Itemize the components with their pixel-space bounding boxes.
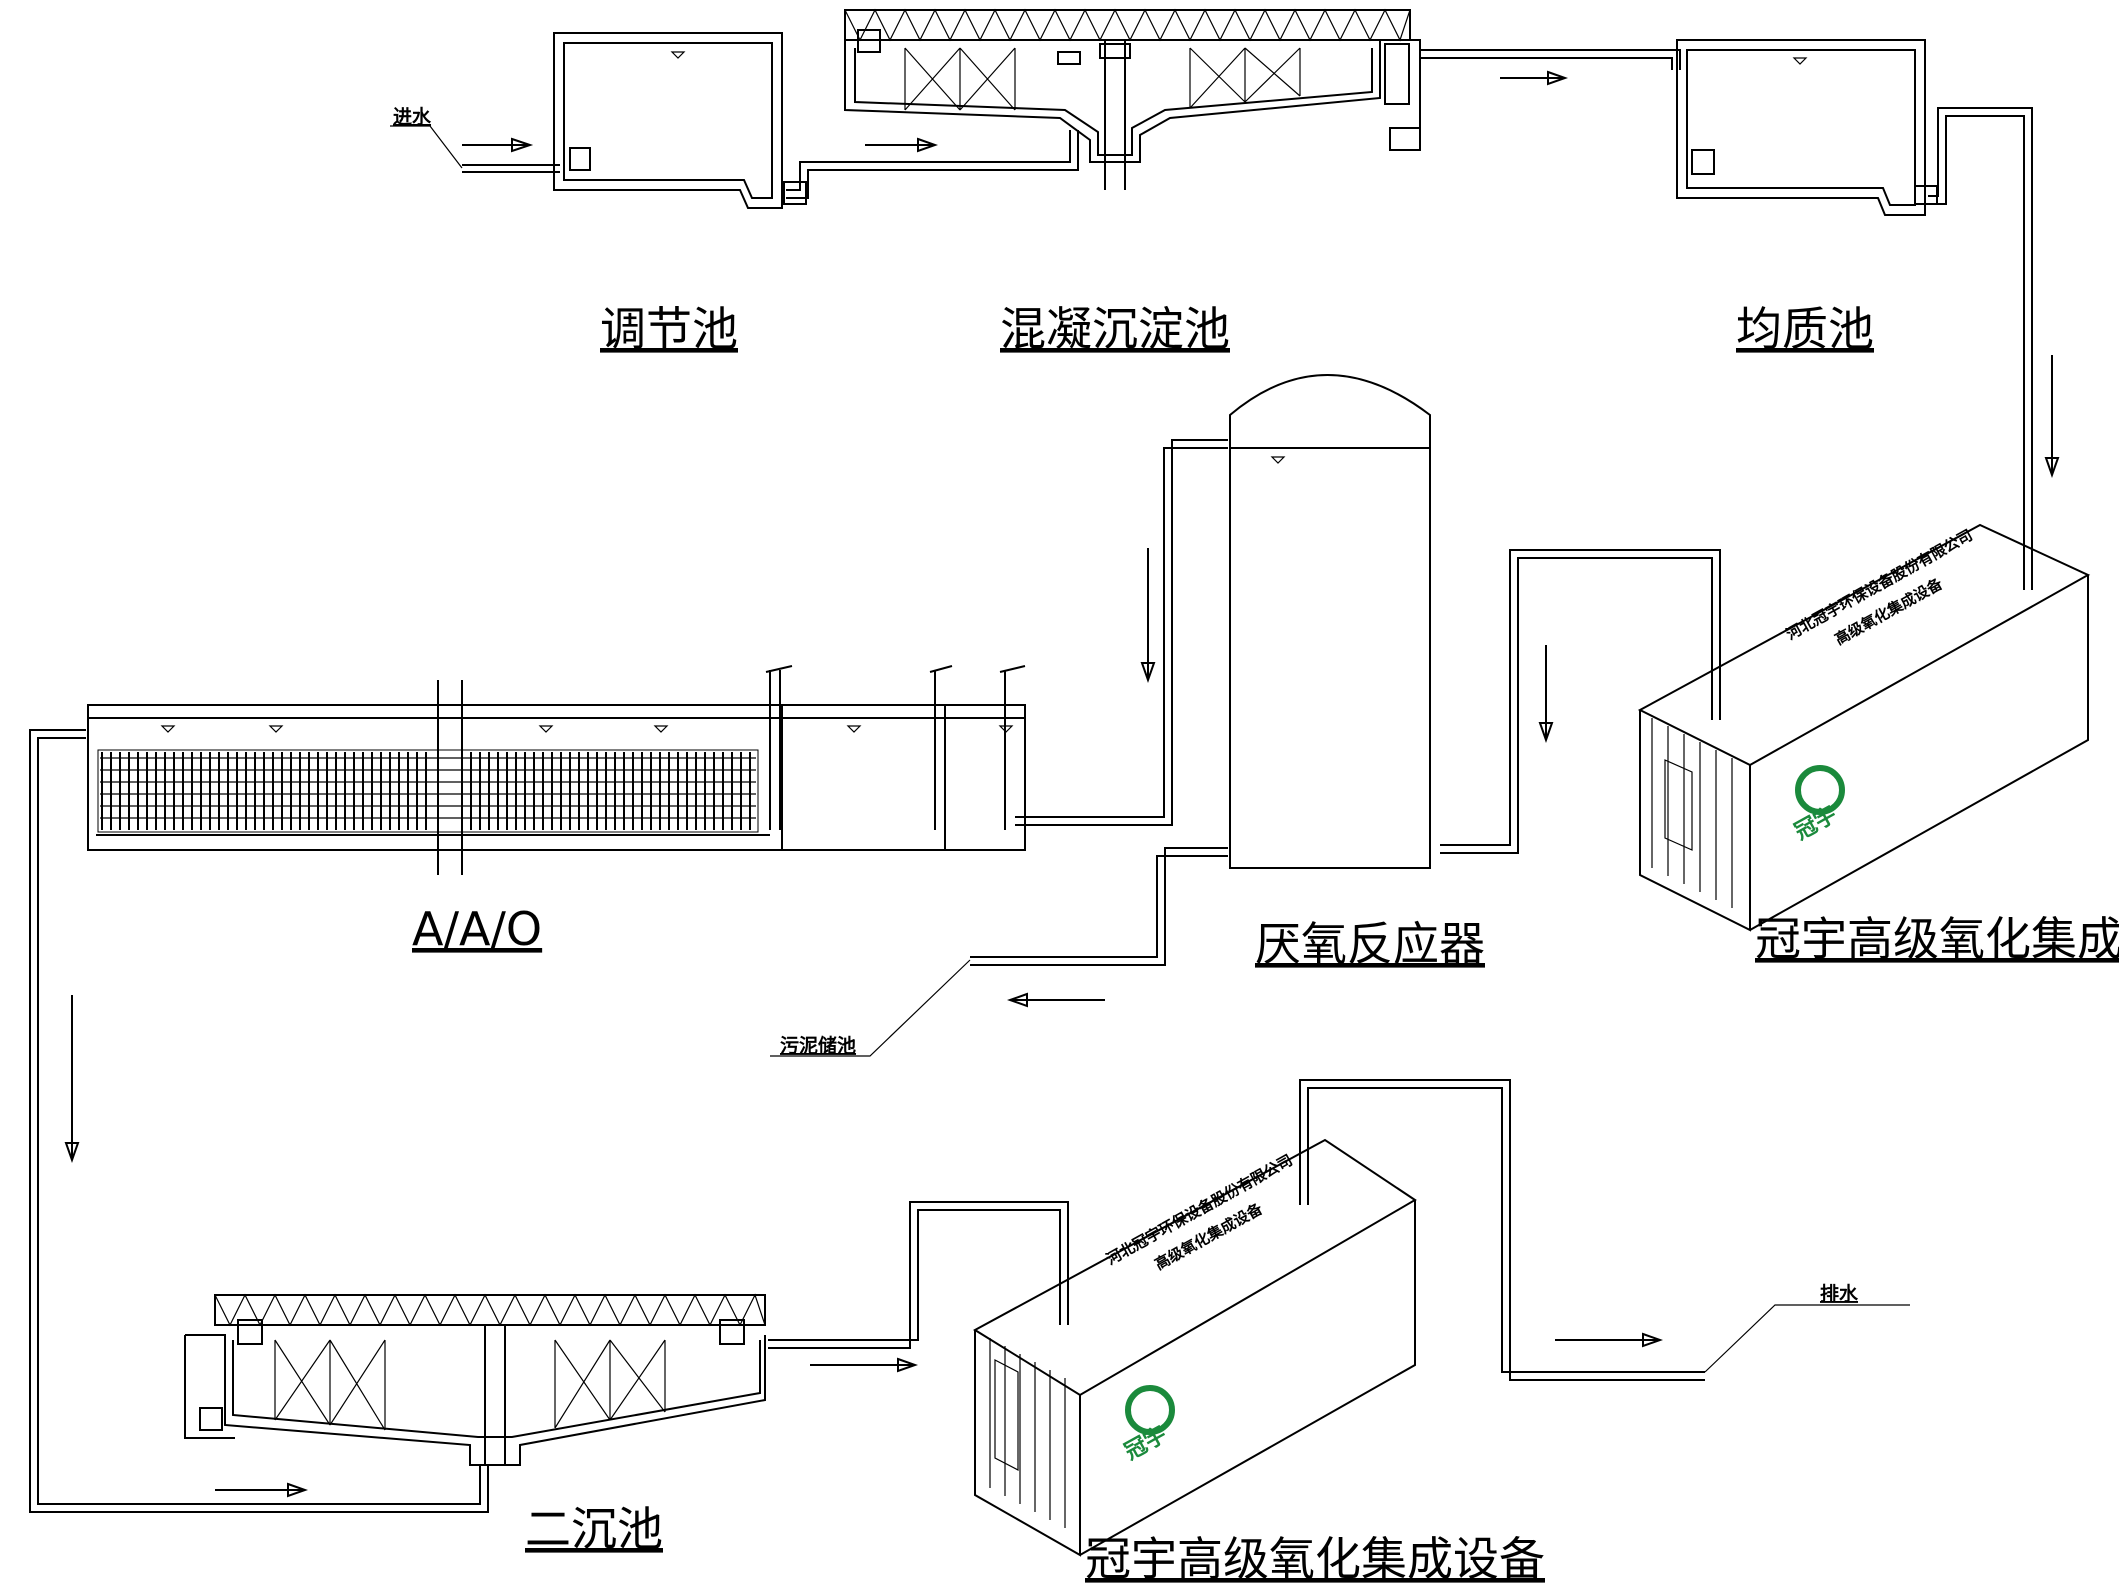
oxidation-equipment-2-label: 冠宇高级氧化集成设备 xyxy=(1085,1532,1545,1586)
coagulation-tank-label: 混凝沉淀池 xyxy=(1000,302,1230,356)
pipe-anaerobic-to-sludge: 污泥储池 xyxy=(770,847,1228,1057)
water-outlet-label: 排水 xyxy=(1820,1282,1859,1305)
regulating-tank: 调节池 xyxy=(553,32,783,356)
secondary-clarifier-label: 二沉池 xyxy=(525,1502,663,1556)
water-inlet-label: 进水 xyxy=(393,106,432,128)
pipe-regulating-to-coagulation xyxy=(783,130,1079,205)
anaerobic-reactor: 厌氧反应器 xyxy=(1229,374,1485,971)
logo-icon xyxy=(1795,765,1845,815)
anaerobic-reactor-label: 厌氧反应器 xyxy=(1255,917,1485,971)
logo-icon xyxy=(1125,1385,1175,1435)
oxidation-equipment-1-label: 冠宇高级氧化集成设备 xyxy=(1755,912,2119,966)
water-inlet: 进水 xyxy=(390,106,560,173)
equalization-tank-label: 均质池 xyxy=(1736,302,1874,356)
pipe-aao-to-clarifier xyxy=(29,729,489,1513)
pipe-clarifier-to-oxidation-2 xyxy=(768,1201,1069,1373)
oxidation-equipment-2: 河北冠宇环保设备股份有限公司 高级氧化集成设备 冠宇 冠宇高级氧化集成设备 xyxy=(973,1138,1545,1586)
regulating-tank-label: 调节池 xyxy=(600,302,738,356)
secondary-clarifier: 二沉池 xyxy=(184,1293,766,1556)
pipe-anaerobic-to-aao xyxy=(1015,439,1228,826)
pipe-coagulation-to-equalization xyxy=(1420,49,1681,86)
aao-label: A/A/O xyxy=(412,902,542,956)
coagulation-sedimentation-tank xyxy=(844,8,1421,190)
aao-tank: A/A/O xyxy=(87,665,1026,956)
pipe-oxidation-2-to-outlet: 排水 xyxy=(1299,1079,1910,1381)
sludge-tank-label: 污泥储池 xyxy=(780,1034,856,1057)
pipe-equalization-to-oxidation-1 xyxy=(1928,107,2060,590)
equalization-tank: 均质池 xyxy=(1676,39,1938,356)
pipe-oxidation-1-to-anaerobic xyxy=(1440,549,1721,854)
